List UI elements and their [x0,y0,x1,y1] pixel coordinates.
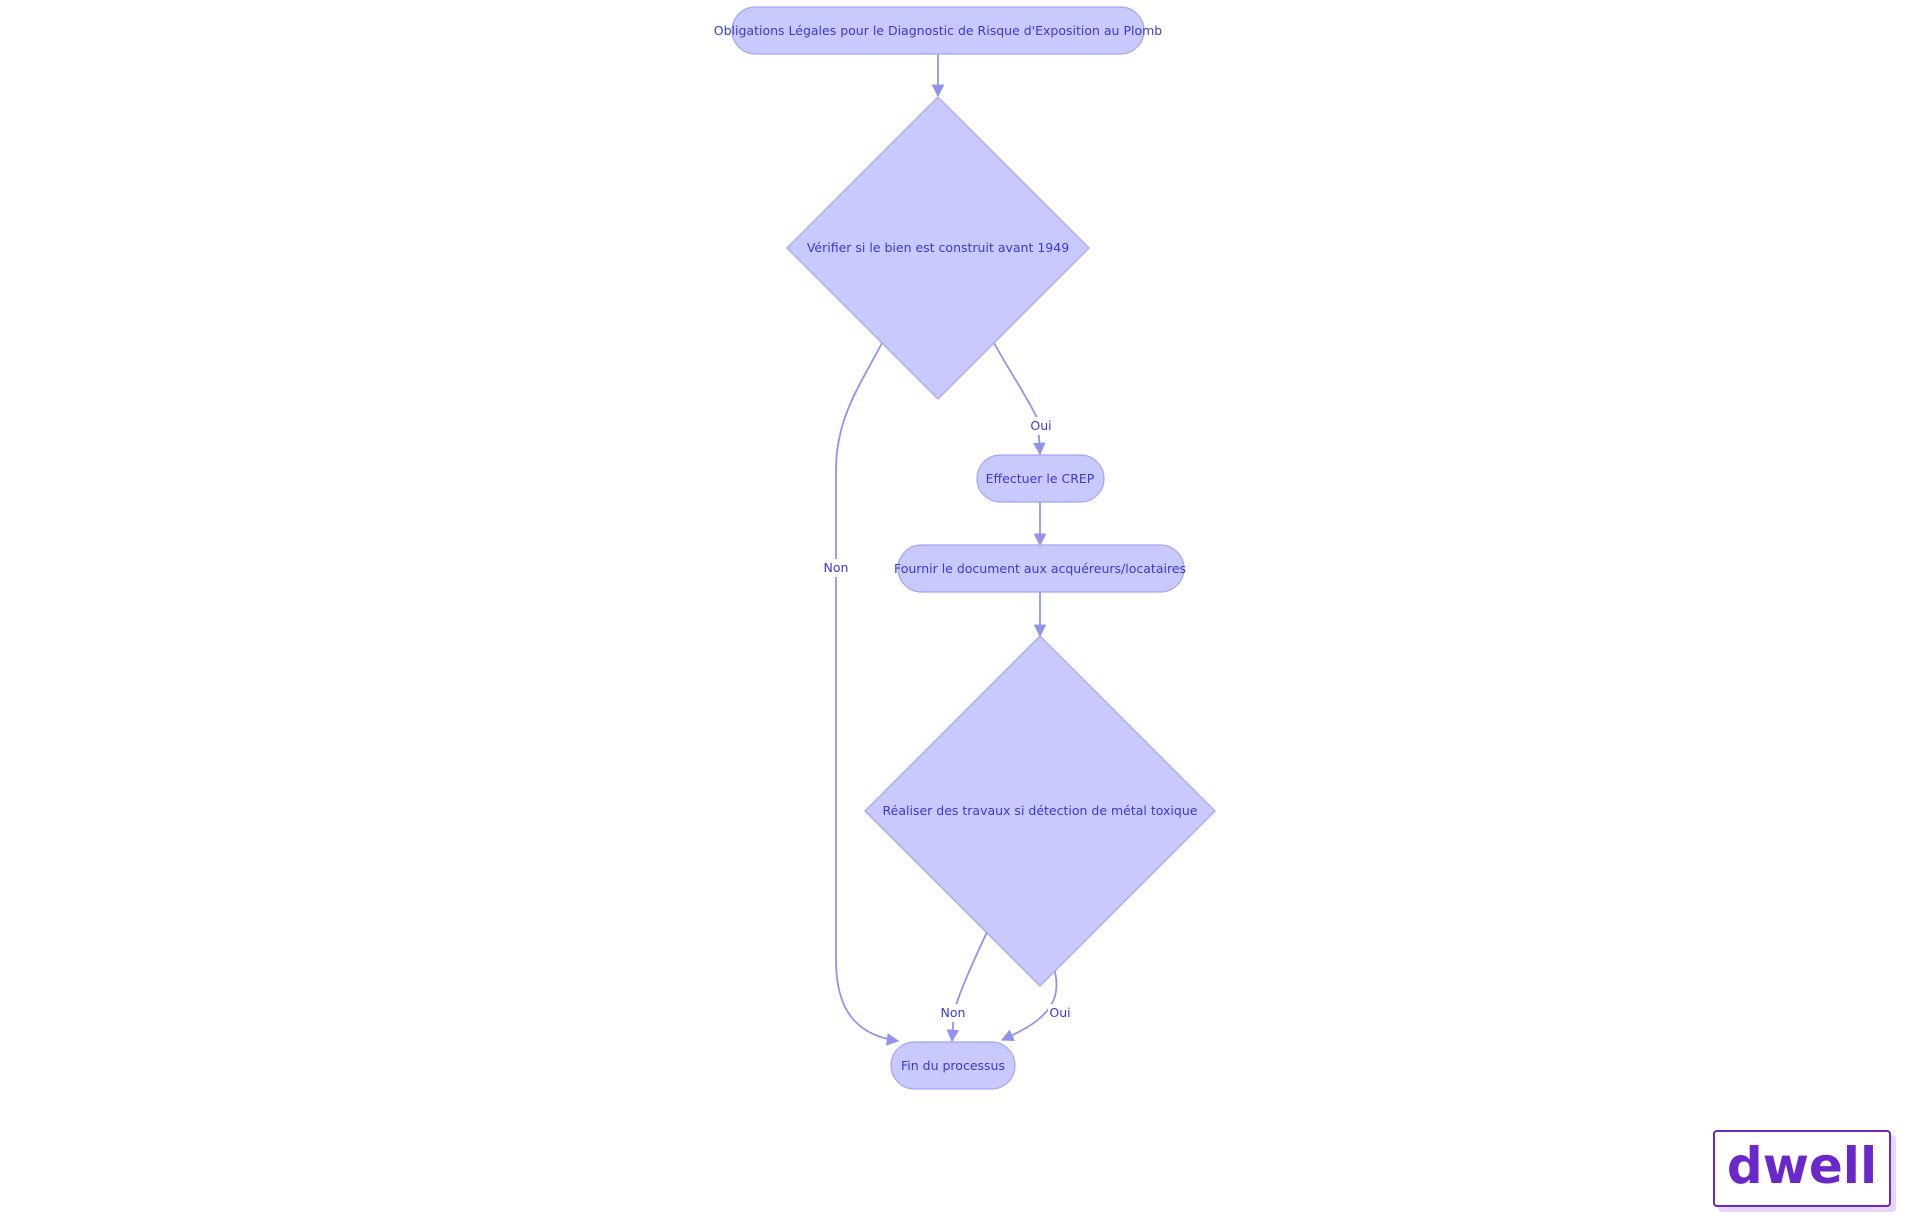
edge-works-oui [1000,967,1058,1041]
node-works-label: Réaliser des travaux si détection de mét… [883,803,1198,818]
node-start-label: Obligations Légales pour le Diagnostic d… [714,23,1163,38]
node-works: Réaliser des travaux si détection de mét… [864,635,1216,987]
node-check-1949-label: Vérifier si le bien est construit avant … [807,240,1069,255]
node-provide-doc: Fournir le document aux acquéreurs/locat… [894,544,1186,593]
node-provide-doc-label: Fournir le document aux acquéreurs/locat… [894,561,1186,576]
edge-check-non [835,342,900,1046]
edge-label-works-non: Non [939,1004,967,1022]
node-check-1949: Vérifier si le bien est construit avant … [786,96,1090,400]
edge-label-works-oui: Oui [1048,1004,1072,1022]
node-end: Fin du processus [890,1041,1016,1090]
dwell-logo: dwell [1713,1130,1891,1207]
node-start: Obligations Légales pour le Diagnostic d… [714,6,1163,55]
node-end-label: Fin du processus [901,1058,1005,1073]
edge-label-check-non-text: Non [824,560,849,575]
edge-label-check-non: Non [822,559,850,577]
edge-label-check-oui-text: Oui [1030,418,1051,433]
edge-label-check-oui: Oui [1029,417,1053,435]
node-crep: Effectuer le CREP [976,454,1105,503]
edge-label-works-oui-text: Oui [1049,1005,1070,1020]
edge-label-works-non-text: Non [941,1005,966,1020]
edge-check-oui [993,342,1046,456]
node-crep-label: Effectuer le CREP [986,471,1095,486]
dwell-logo-text: dwell [1726,1136,1878,1195]
edge-works-non [946,931,988,1043]
